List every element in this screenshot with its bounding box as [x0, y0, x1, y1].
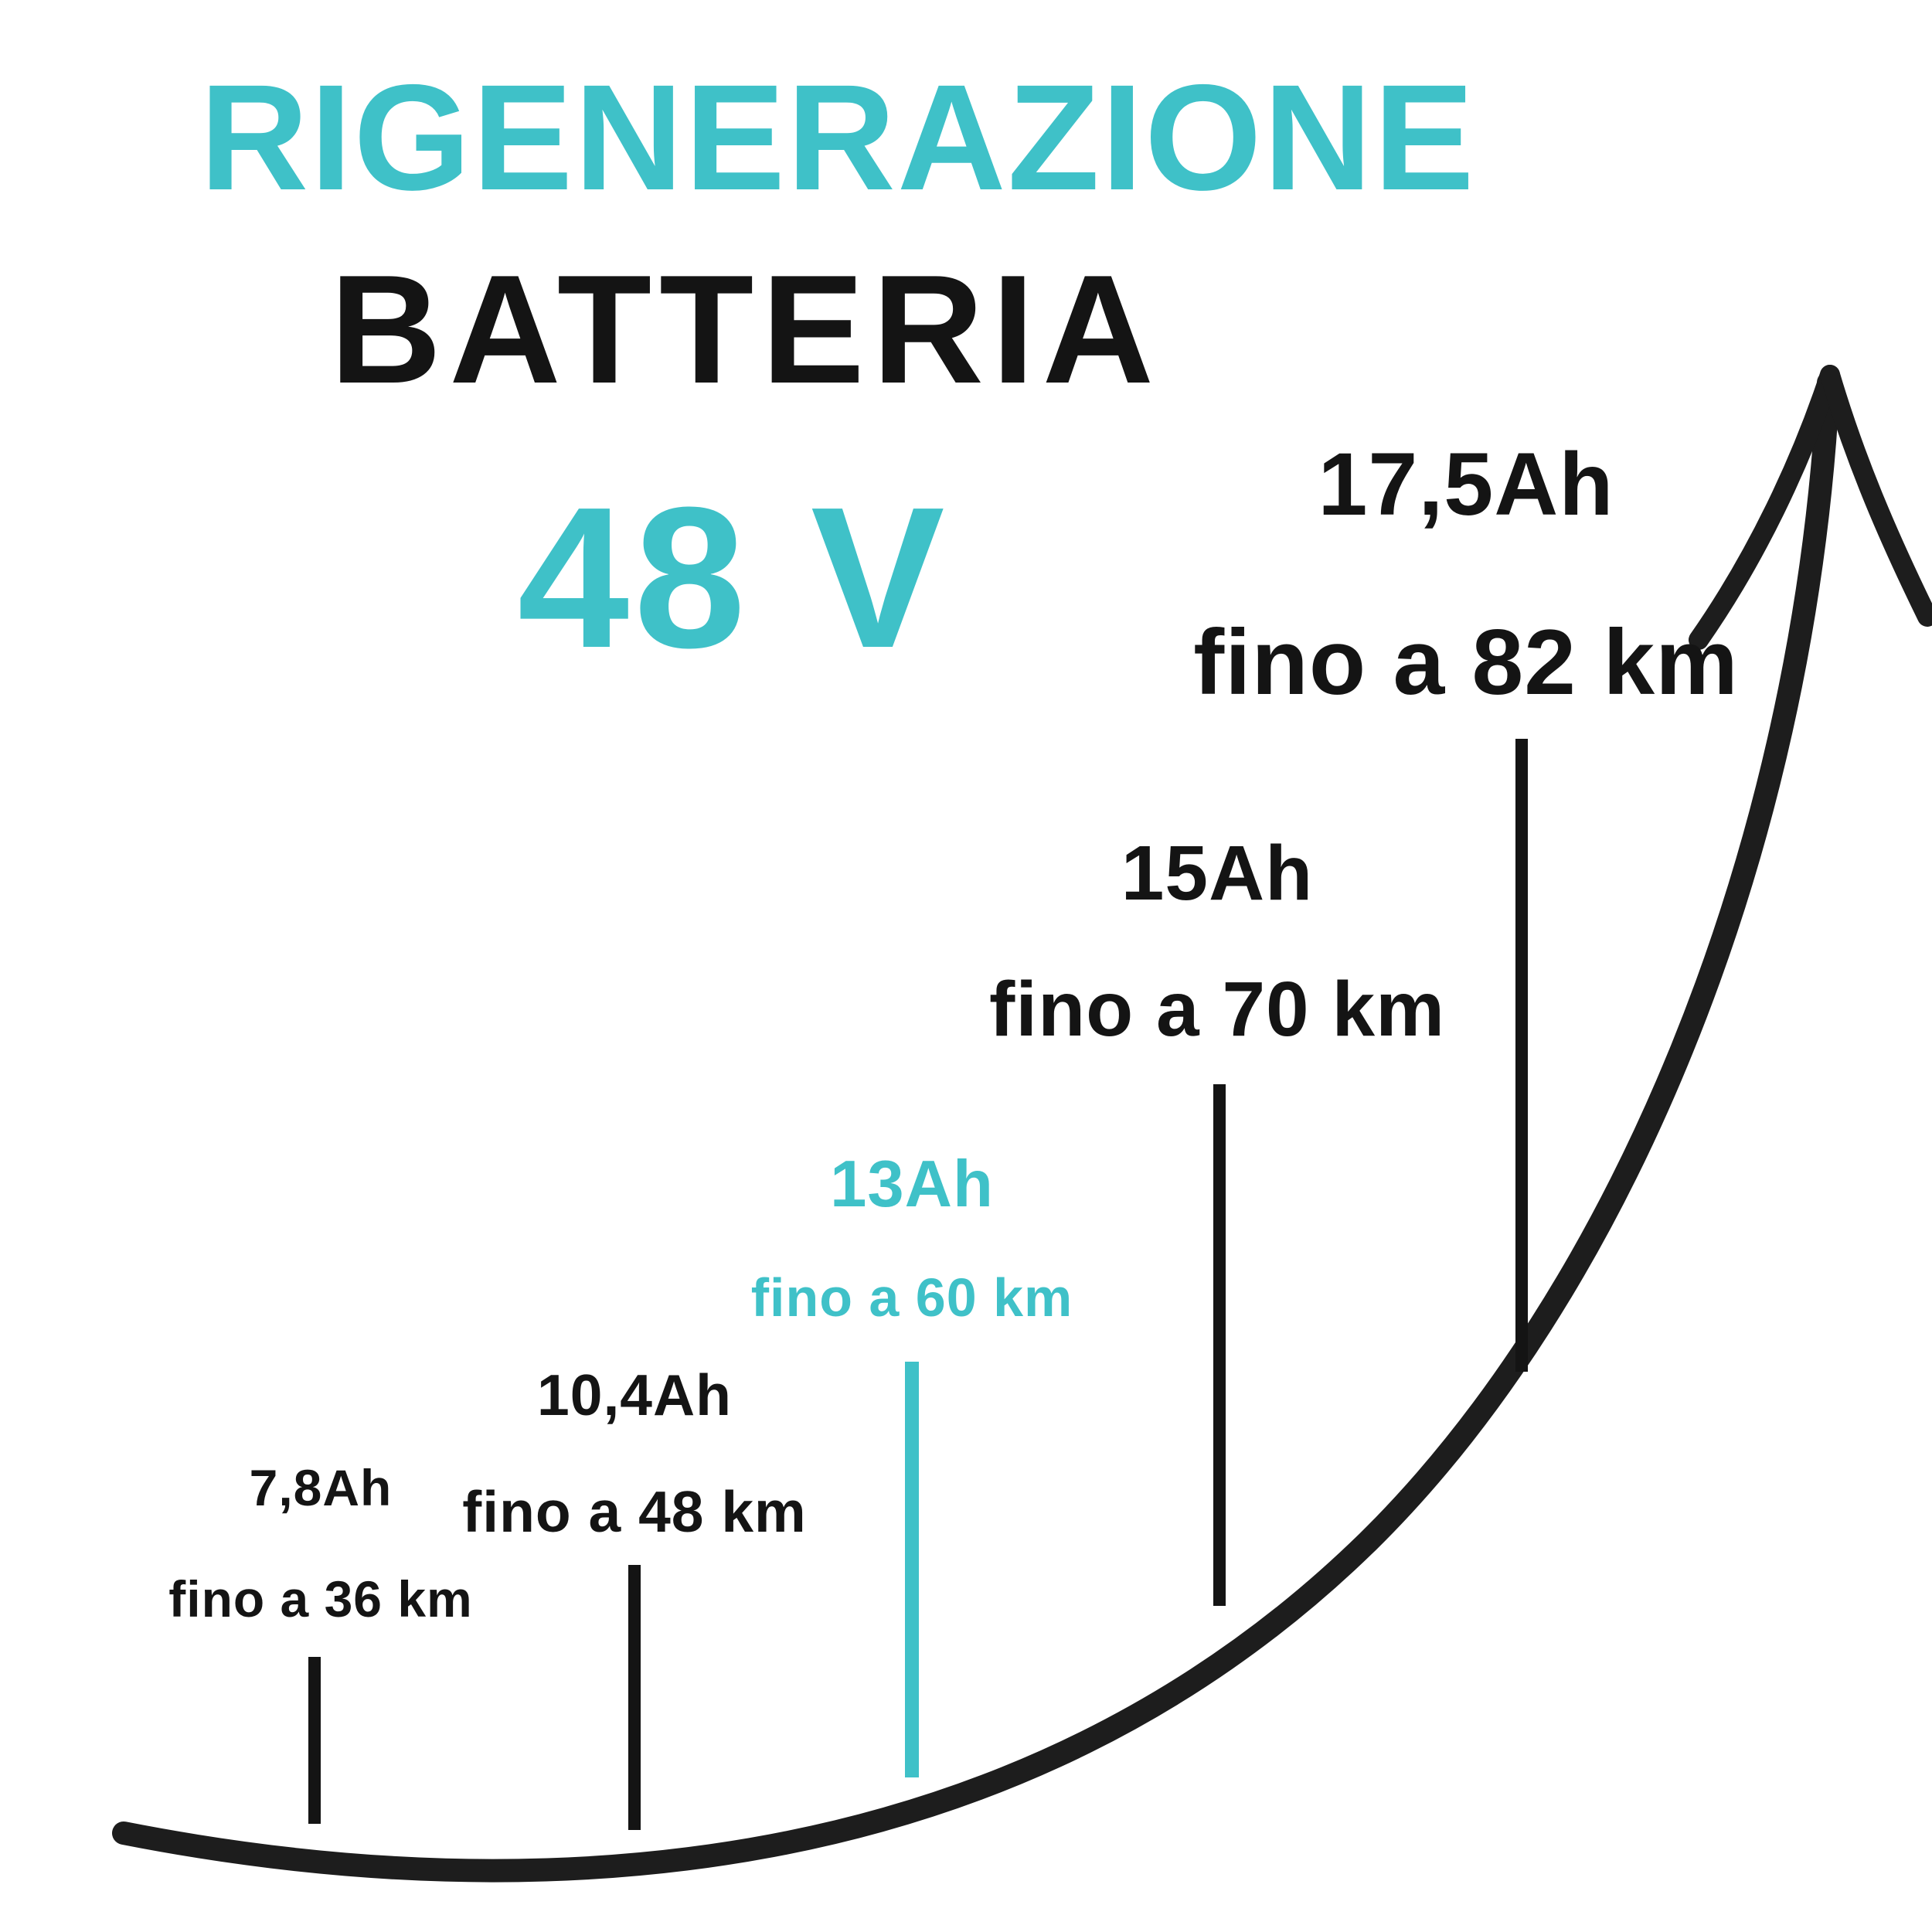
capacity-label-7-8ah: 7,8Ah — [249, 1459, 393, 1516]
capacity-label-17-5ah: 17,5Ah — [1318, 435, 1614, 534]
title-voltage-48v: 48 V — [517, 466, 950, 690]
capacity-label-15ah: 15Ah — [1121, 830, 1314, 917]
range-label-70km: fino a 70 km — [989, 966, 1445, 1053]
title-batteria: BATTERIA — [329, 243, 1162, 416]
title-rigenerazione: RIGENERAZIONE — [199, 53, 1476, 222]
capacity-label-10-4ah: 10,4Ah — [537, 1362, 732, 1427]
arrowhead-right-barb — [1820, 365, 1932, 627]
range-label-36km: fino a 36 km — [168, 1570, 473, 1628]
growth-curve — [112, 371, 1840, 1883]
arrowhead-left-barb — [1689, 365, 1840, 650]
range-label-48km: fino a 48 km — [462, 1479, 807, 1544]
range-label-60km: fino a 60 km — [750, 1267, 1073, 1328]
range-label-82km: fino a 82 km — [1193, 611, 1739, 714]
capacity-label-13ah: 13Ah — [830, 1148, 994, 1221]
